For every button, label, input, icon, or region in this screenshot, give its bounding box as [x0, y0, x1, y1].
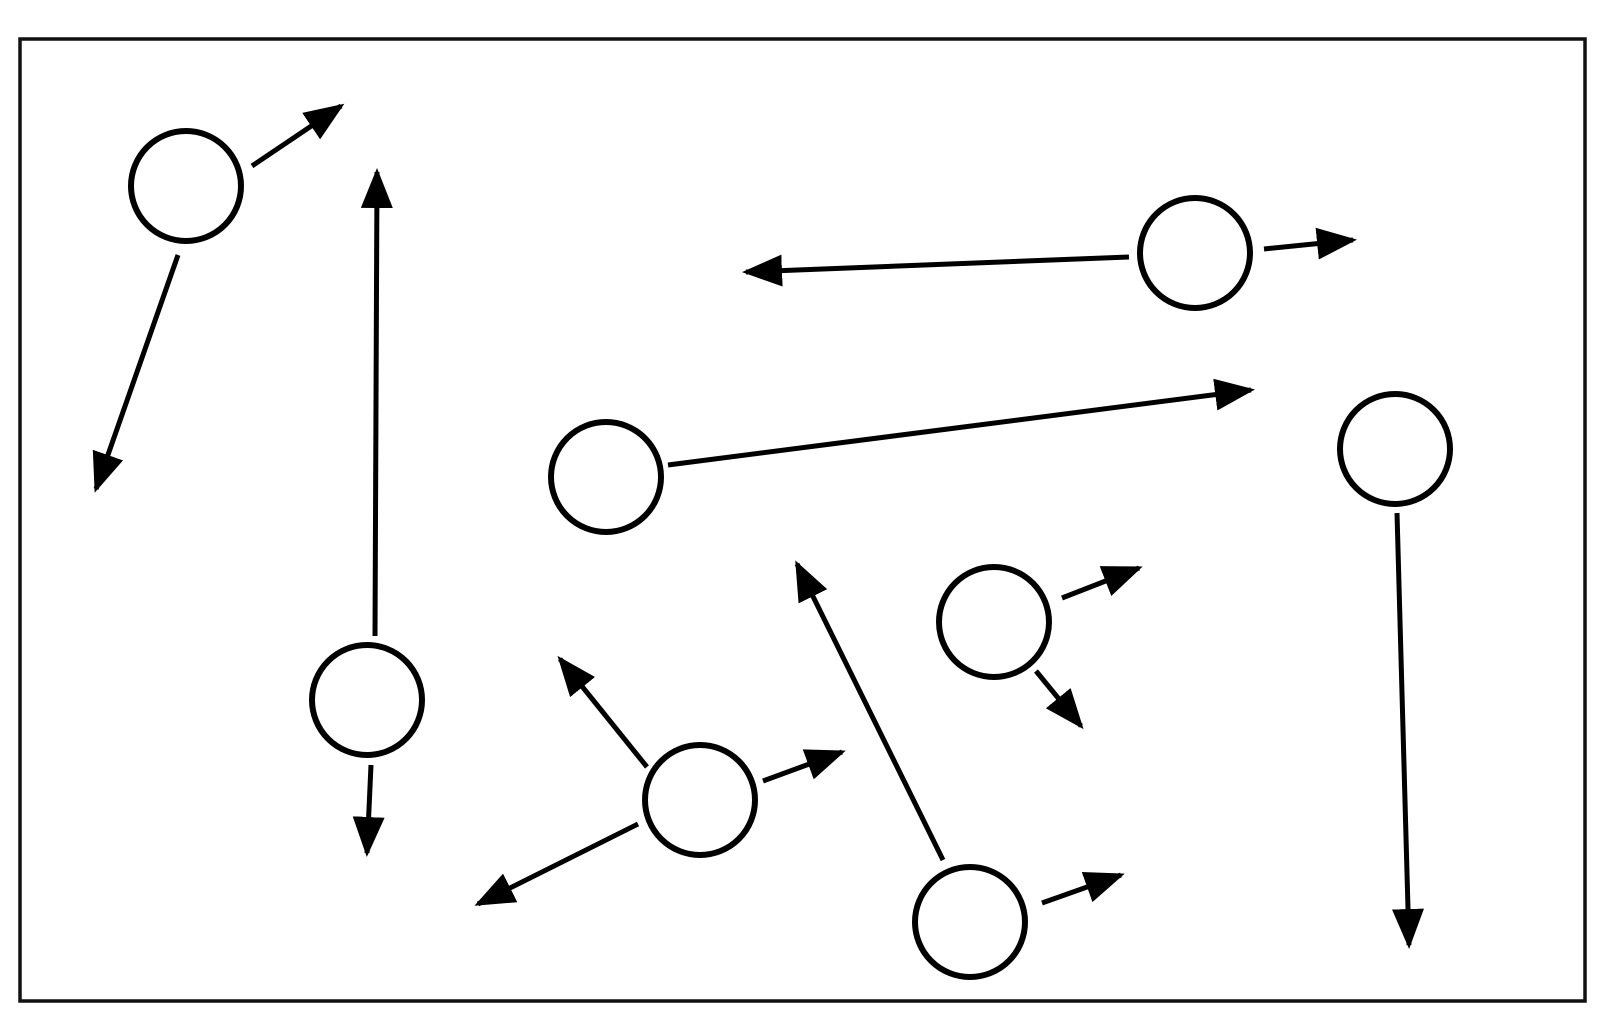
velocity-arrow-14: [794, 560, 946, 862]
velocity-arrow-8: [1392, 512, 1424, 949]
particle-1: [128, 128, 244, 244]
particle-4: [1337, 391, 1453, 507]
velocity-vectors: [92, 103, 1424, 949]
velocity-arrow-2: [92, 254, 181, 493]
velocity-arrow-3: [360, 168, 393, 637]
particle-3: [548, 419, 664, 535]
velocity-arrow-1: [250, 103, 345, 169]
velocity-arrow-11: [557, 655, 649, 769]
velocity-arrow-9: [1061, 565, 1143, 601]
particles: [128, 128, 1453, 980]
particle-2: [1137, 195, 1253, 311]
velocity-arrow-13: [474, 821, 640, 907]
particle-5: [936, 564, 1052, 680]
container-box: [18, 37, 1587, 1003]
particle-6: [309, 642, 425, 758]
particle-7: [642, 742, 758, 858]
velocity-arrow-7: [667, 378, 1255, 468]
velocity-arrow-4: [352, 764, 385, 857]
velocity-arrow-5: [742, 254, 1130, 287]
velocity-arrow-12: [762, 749, 846, 784]
velocity-arrow-15: [1041, 871, 1125, 906]
particle-8: [912, 864, 1028, 980]
velocity-arrow-10: [1034, 669, 1084, 730]
velocity-arrow-6: [1263, 227, 1357, 260]
